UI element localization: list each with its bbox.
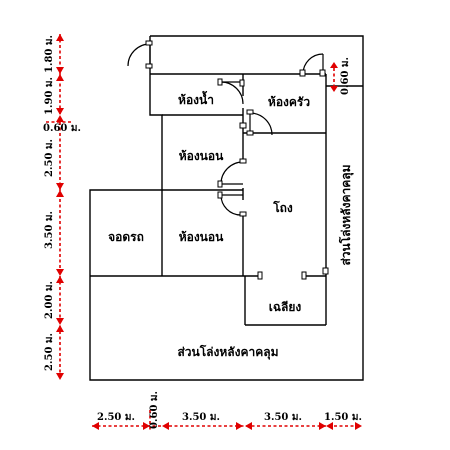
door-entrance (127, 40, 153, 69)
dim-bottom-3: 3.50 ม. (182, 412, 220, 423)
label-bathroom: ห้องน้ำ (178, 90, 214, 107)
dimension-arrow (56, 183, 64, 190)
dimension-arrow (56, 67, 64, 74)
doors (127, 40, 329, 280)
dimension-arrow (236, 422, 243, 430)
label-covered-bottom: ส่วนโล่งหลังคาคลุม (177, 344, 278, 360)
door-bathroom (217, 78, 245, 105)
dimension-arrow (56, 74, 64, 81)
dimensions-left: 1.80 ม. 1.90 ม. 0.60 ม. 2.50 ม. 3.50 ม. … (43, 34, 81, 380)
dim-bottom-4: 3.50 ม. (264, 412, 302, 423)
dimension-arrow (326, 422, 333, 430)
dimension-arrow (245, 422, 252, 430)
dimension-arrow (319, 422, 326, 430)
dimension-arrow (56, 190, 64, 197)
dim-bottom-1: 2.50 ม. (97, 412, 135, 423)
dim-left-4: 2.50 ม. (44, 139, 55, 177)
label-terrace: เฉลียง (269, 300, 302, 314)
label-kitchen: ห้องครัว (268, 95, 310, 109)
dim-left-6: 2.00 ม. (44, 281, 55, 319)
walls (89, 35, 364, 381)
outer-wall (89, 35, 364, 381)
label-bedroom-1: ห้องนอน (179, 149, 224, 163)
door-kitchen-inner (246, 109, 273, 136)
label-garage: จอดรถ (108, 230, 144, 244)
dimension-arrow (143, 422, 150, 430)
label-living: โถง (272, 200, 293, 215)
dimension-arrow (56, 269, 64, 276)
dim-bottom-2: 0.60 ม. (149, 391, 160, 429)
dim-bottom-5: 1.50 ม. (324, 412, 362, 423)
dimension-arrow (162, 422, 169, 430)
post-covered (322, 267, 329, 275)
door-kitchen-top (299, 53, 326, 77)
post-mid (239, 122, 247, 129)
dimension-arrow (92, 422, 99, 430)
dimension-right: 0.60 ม. (330, 57, 351, 95)
post-left (257, 271, 263, 280)
dim-left-1: 1.80 ม. (44, 35, 55, 73)
dimension-arrow (56, 34, 64, 41)
dimension-arrow (56, 373, 64, 380)
dimension-arrow (56, 276, 64, 283)
label-bedroom-2: ห้องนอน (179, 230, 224, 244)
dim-left-7: 2.50 ม. (44, 333, 55, 371)
dimension-arrow (56, 325, 64, 332)
room-labels: ห้องน้ำ ห้องครัว ห้องนอน ห้องนอน โถง จอด… (108, 90, 354, 360)
dimensions-bottom: 2.50 ม. 0.60 ม. 3.50 ม. 3.50 ม. 1.50 ม. (92, 391, 362, 432)
door-bedroom-1 (217, 158, 247, 188)
dim-left-2: 1.90 ม. (44, 77, 55, 115)
dim-right-top: 0.60 ม. (340, 57, 351, 95)
door-bedroom-2 (217, 191, 247, 217)
dimension-arrow (56, 115, 64, 122)
dimension-arrow (56, 318, 64, 325)
dim-left-3: 0.60 ม. (43, 123, 81, 134)
post-right (301, 271, 307, 280)
label-covered-right: ส่วนโล่งหลังคาคลุม (338, 164, 354, 265)
dim-left-5: 3.50 ม. (44, 211, 55, 249)
dimension-arrow (355, 422, 362, 430)
dimension-arrow (56, 108, 64, 115)
